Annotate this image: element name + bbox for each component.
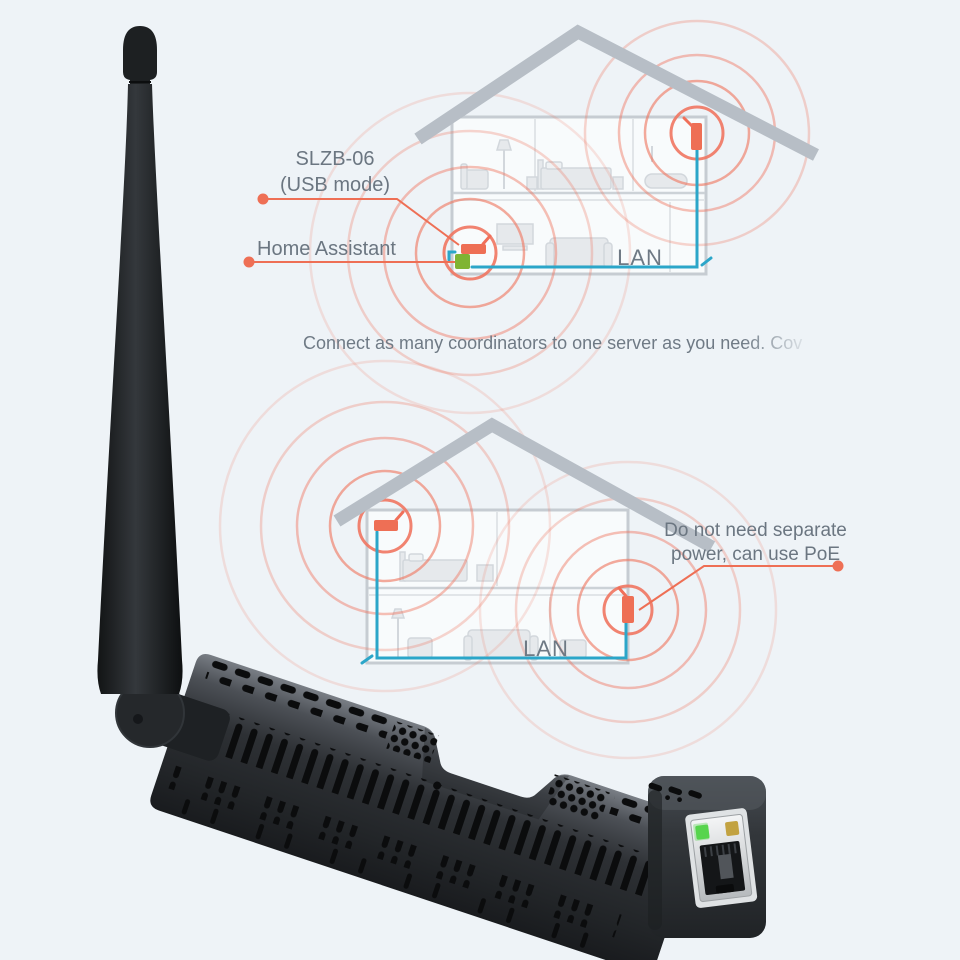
port-divider-tab: [717, 853, 734, 880]
product-render: [97, 26, 766, 960]
ethernet-end: [648, 776, 766, 938]
ethernet-led-green: [695, 824, 710, 840]
label-poe: Do not need separate power, can use PoE: [653, 519, 858, 568]
vent-pills-cap: [648, 782, 702, 803]
label-home-assistant: Home Assistant: [257, 238, 396, 260]
slzb06-device-icon-attic: [682, 116, 702, 150]
house-diagram-top: [243, 19, 819, 415]
vent-slots-bottom2: [179, 797, 592, 950]
callout-leaders-top: [249, 198, 460, 263]
callout-line-poe: [638, 565, 838, 611]
slzb06-device-icon-upper: [374, 510, 405, 531]
furniture: [390, 551, 587, 661]
signal-circles-lower-right: [478, 460, 778, 760]
label-lan-top: LAN: [617, 245, 663, 270]
lan-cable-top: [447, 148, 713, 269]
vent-honeycomb-left: [386, 720, 440, 764]
caption-text: Connect as many coordinators to one serv…: [303, 333, 803, 353]
house-diagram-bottom: [218, 359, 844, 760]
roof: [414, 24, 819, 161]
antenna-hinge: [115, 678, 230, 761]
label-poe-line1: Do not need separate: [664, 520, 847, 541]
label-slzb06-usbmode: SLZB-06 (USB mode): [240, 147, 430, 198]
lan-cable-bottom: [360, 530, 628, 665]
label-slzb06: SLZB-06: [295, 148, 375, 170]
home-assistant-icon: [455, 254, 470, 269]
callout-line-usbmode: [263, 198, 460, 246]
device-body: [150, 654, 702, 960]
label-poe-line2: power, can use PoE: [671, 544, 840, 566]
slzb06-device-icon-poe: [617, 586, 634, 623]
callout-dot-homeassistant: [243, 256, 255, 268]
port-latch-slot: [715, 883, 735, 894]
antenna: [97, 26, 183, 694]
callout-dot-poe: [832, 560, 844, 572]
ethernet-led-amber: [725, 820, 740, 836]
vent-pills-left: [203, 657, 393, 743]
callout-leaders-bottom: [638, 565, 838, 611]
label-usb-mode: (USB mode): [279, 173, 391, 196]
slzb06-device-icon-livingroom: [461, 234, 492, 254]
vent-slots-row: [175, 700, 656, 897]
label-lan-bottom: LAN: [523, 636, 569, 661]
roof: [333, 417, 716, 553]
signal-circles-upper-left: [218, 359, 552, 693]
button-hole: [433, 781, 442, 790]
signal-circles-livingroom: [308, 91, 632, 415]
ethernet-port: [685, 808, 758, 908]
antenna-cap: [123, 26, 157, 84]
furniture: [460, 139, 688, 268]
vent-honeycomb-right: [544, 774, 610, 823]
vent-slots-bottom: [168, 765, 622, 938]
callout-dot-usbmode: [257, 193, 269, 205]
